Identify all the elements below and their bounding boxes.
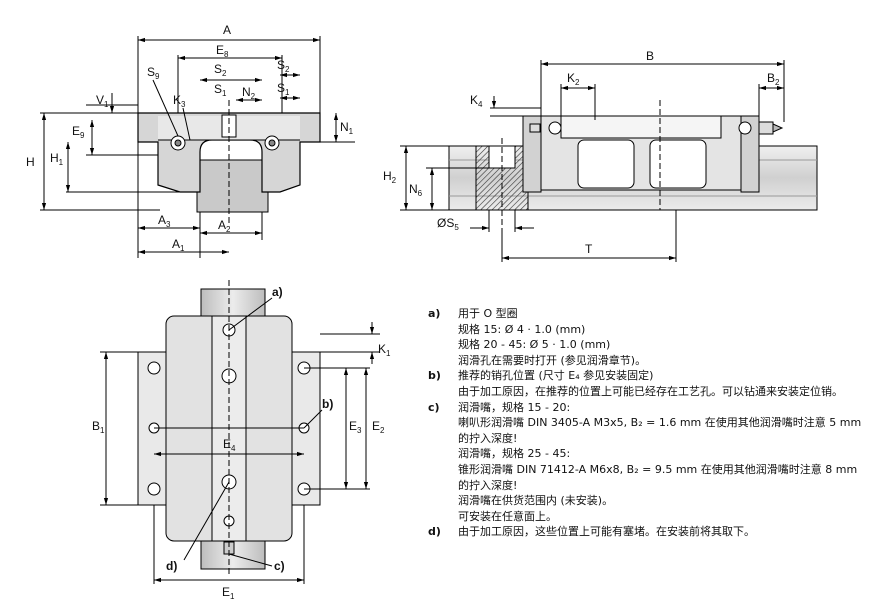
svg-text:E9: E9 [72, 124, 85, 140]
svg-text:E4: E4 [223, 437, 236, 453]
note-b-2: 由于加工原因，在推荐的位置上可能已经存在工艺孔。可以钻通来安装定位销。 [458, 384, 843, 398]
svg-text:H1: H1 [50, 151, 64, 167]
svg-text:B: B [646, 49, 654, 63]
note-c-1: c)润滑嘴，规格 15 - 20: [428, 400, 571, 414]
dim-A: A [223, 23, 231, 37]
note-c-6: 的拧入深度! [458, 478, 518, 492]
svg-text:c): c) [274, 559, 285, 573]
note-a-3: 规格 20 - 45: Ø 5 · 1.0 (mm) [458, 338, 611, 352]
svg-text:K2: K2 [567, 71, 580, 87]
note-c-7: 润滑嘴在供货范围内 (未安装)。 [458, 494, 614, 508]
svg-text:E3: E3 [349, 419, 362, 435]
note-c-8: 可安装在任意面上。 [458, 509, 557, 523]
svg-text:S1: S1 [277, 81, 290, 97]
front-view [40, 36, 355, 258]
svg-text:A: A [223, 23, 231, 37]
rail-profile [196, 159, 269, 213]
svg-text:ØS5: ØS5 [437, 216, 459, 232]
svg-text:E2: E2 [372, 419, 385, 435]
svg-text:H: H [26, 155, 35, 169]
svg-text:B1: B1 [92, 419, 105, 435]
top-view-labels: a) b) c) d) K1 B1 E3 E2 E4 E1 [92, 285, 391, 601]
svg-text:E1: E1 [222, 585, 235, 601]
svg-text:d): d) [166, 559, 177, 573]
front-view-labels: A E8 S9 S2 S2 K3 S1 N2 S1 V1 E9 N1 H H1 … [26, 23, 354, 253]
note-c-4: 润滑嘴，规格 25 - 45: [458, 447, 571, 461]
svg-text:S9: S9 [147, 65, 160, 81]
svg-text:S2: S2 [277, 58, 290, 74]
svg-text:A1: A1 [172, 237, 185, 253]
notes-panel: a)用于 O 型圈 规格 15: Ø 4 · 1.0 (mm) 规格 20 - … [428, 306, 878, 540]
top-view [100, 280, 380, 584]
svg-text:S2: S2 [214, 62, 227, 78]
svg-text:N1: N1 [340, 120, 354, 136]
svg-text:A3: A3 [158, 213, 171, 229]
svg-text:T: T [585, 242, 593, 256]
svg-text:S1: S1 [214, 82, 227, 98]
svg-text:E8: E8 [216, 43, 229, 59]
note-c-5: 锥形润滑嘴 DIN 71412-A M6x8, B₂ = 9.5 mm 在使用其… [458, 462, 858, 476]
note-d-1: d)由于加工原因，这些位置上可能有塞堵。在安装前将其取下。 [428, 525, 755, 539]
note-c-3: 的拧入深度! [458, 431, 518, 445]
note-a-2: 规格 15: Ø 4 · 1.0 (mm) [458, 322, 586, 336]
svg-text:K3: K3 [173, 93, 186, 109]
note-b-1: b)推荐的销孔位置 (尺寸 E₄ 参见安装固定) [428, 369, 654, 383]
note-c-2: 喇叭形润滑嘴 DIN 3405-A M3x5, B₂ = 1.6 mm 在使用其… [458, 416, 862, 430]
svg-text:a): a) [272, 285, 283, 299]
svg-text:N6: N6 [409, 182, 423, 198]
svg-text:V1: V1 [96, 93, 109, 109]
side-view [400, 60, 818, 262]
svg-text:B2: B2 [767, 71, 780, 87]
side-view-labels: B K2 B2 K4 H2 N6 ØS5 T [383, 49, 780, 256]
svg-text:N2: N2 [242, 85, 256, 101]
svg-text:K4: K4 [470, 93, 483, 109]
svg-text:A2: A2 [218, 218, 231, 234]
note-a-1: a)用于 O 型圈 [428, 307, 518, 320]
svg-text:K1: K1 [378, 342, 391, 358]
note-a-4: 润滑孔在需要时打开 (参见润滑章节)。 [458, 353, 647, 367]
svg-text:b): b) [322, 397, 333, 411]
svg-text:H2: H2 [383, 169, 397, 185]
